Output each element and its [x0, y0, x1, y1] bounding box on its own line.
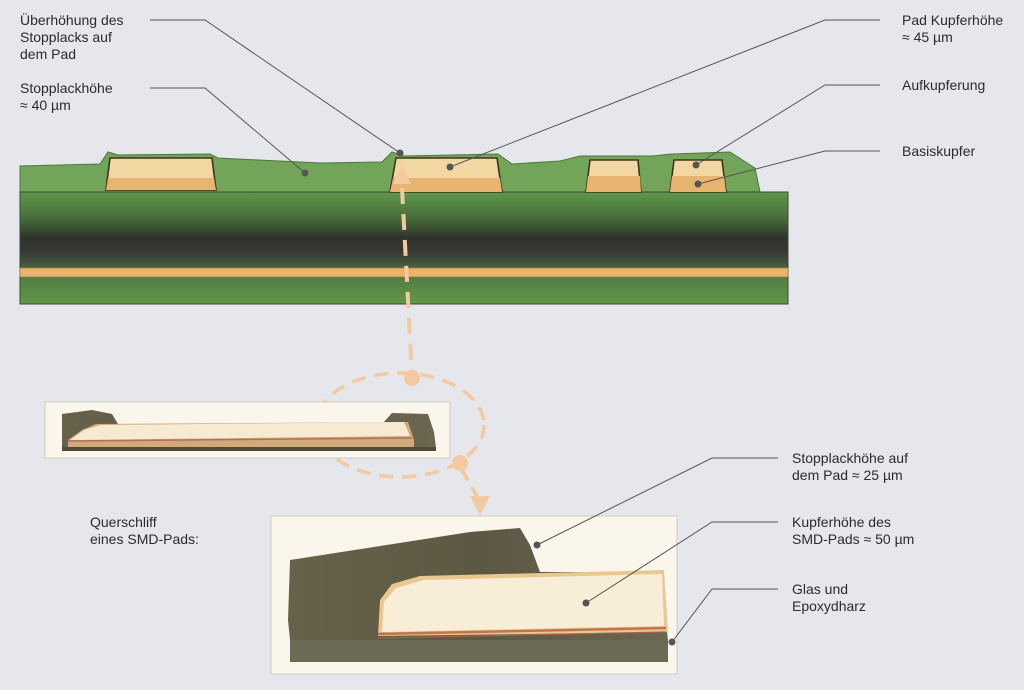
leader-lines-top [150, 19, 880, 185]
zoom-arrow-down [470, 496, 490, 515]
leader-aufkupferung [695, 84, 880, 166]
pad-1 [105, 157, 217, 191]
leader-pad-kupferhoehe [449, 19, 880, 168]
zoom-arrow-up [393, 165, 411, 184]
label-pad-kupferhoehe: Pad Kupferhöhe ≈ 45 µm [902, 12, 1004, 45]
leader-stopplack-auf-pad [536, 457, 778, 546]
leader-stopplackhoehe [150, 87, 306, 174]
leader-kupferhoehe-smd [585, 521, 778, 604]
inner-copper-layer [19, 267, 789, 278]
label-ueberhoehung: Überhöhung des Stopplacks auf dem Pad [20, 12, 124, 62]
leader-dots-bottom [533, 541, 676, 646]
pad-2 [389, 157, 503, 193]
label-kupferhoehe-smd: Kupferhöhe des SMD-Pads ≈ 50 µm [792, 514, 915, 547]
leader-lines-bottom [536, 457, 778, 643]
label-aufkupferung: Aufkupferung [902, 77, 986, 93]
leader-dots-top [301, 149, 702, 188]
label-stopplack-auf-pad: Stopplackhöhe auf dem Pad ≈ 25 µm [792, 450, 908, 483]
label-querschliff: Querschliff eines SMD-Pads: [90, 514, 199, 547]
micrograph-large [270, 515, 678, 675]
leader-basiskupfer [697, 150, 880, 185]
pad-3 [585, 159, 642, 193]
leader-ueberhoehung [150, 19, 401, 154]
micrograph-small [44, 401, 451, 459]
label-glas-epoxy: Glas und Epoxydharz [792, 581, 866, 614]
label-basiskupfer: Basiskupfer [902, 143, 976, 159]
zoom-dot-2 [452, 455, 468, 471]
leader-glas-epoxy [671, 588, 778, 643]
label-stopplackhoehe: Stopplackhöhe ≈ 40 µm [20, 80, 113, 113]
